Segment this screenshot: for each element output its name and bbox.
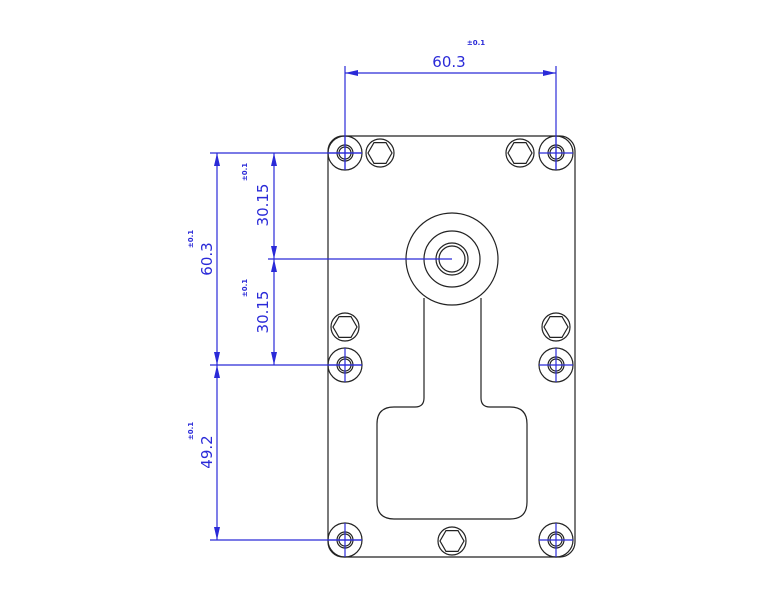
plate-outline <box>327 135 576 558</box>
dim-bottom-span-value: 49.2 <box>198 435 216 468</box>
dim-top-value: 60.3 <box>432 53 465 71</box>
hex-screw <box>365 138 395 168</box>
dim-upper-half-value: 30.15 <box>254 184 272 227</box>
dim-lower-half-value: 30.15 <box>254 291 272 334</box>
hex-screw <box>541 312 571 342</box>
dim-lower-half-tolerance: ±0.1 <box>241 279 249 297</box>
dim-bottom-span-tolerance: ±0.1 <box>187 422 195 440</box>
hex-screw <box>437 526 467 556</box>
dimension-top: 60.3 ±0.1 <box>344 39 557 170</box>
dim-left-total-tolerance: ±0.1 <box>187 230 195 248</box>
gear-housing-outline <box>376 298 528 520</box>
dimension-left: 60.3 ±0.1 30.15 ±0.1 30.15 ±0.1 49.2 ±0.… <box>187 152 452 541</box>
hex-screw <box>505 138 535 168</box>
dim-upper-half-tolerance: ±0.1 <box>241 163 249 181</box>
mounting-hole <box>538 347 574 383</box>
hex-screw <box>330 312 360 342</box>
dim-left-total-value: 60.3 <box>198 242 216 275</box>
mounting-hole <box>538 522 574 558</box>
dim-top-tolerance: ±0.1 <box>467 39 485 47</box>
